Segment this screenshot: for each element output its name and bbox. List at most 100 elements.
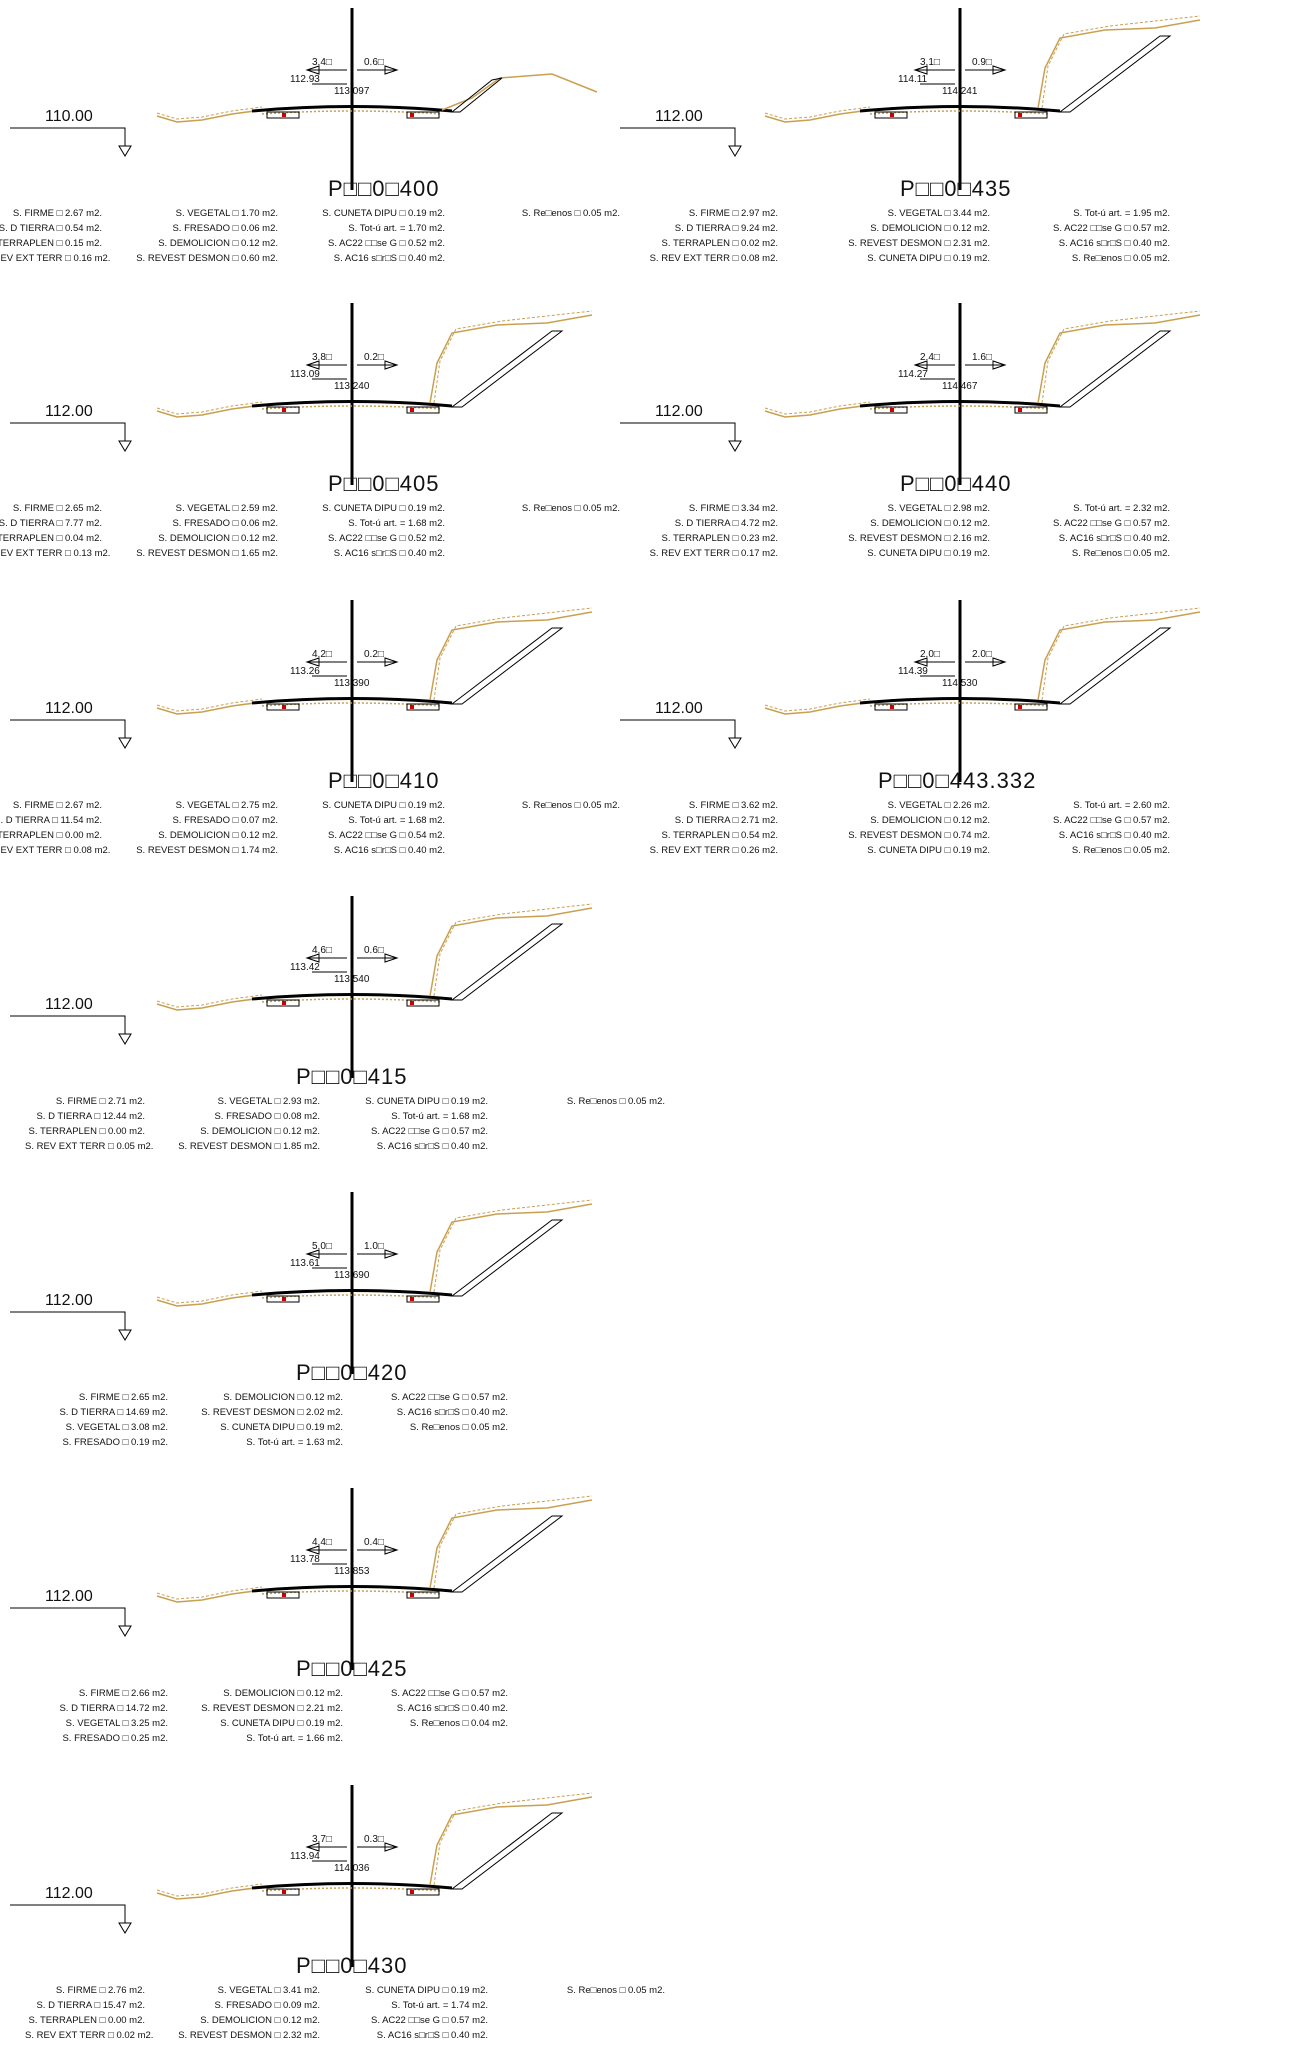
metric-line: S. FIRME □ 2.65 m2. — [12, 503, 102, 514]
metric-line: S. AC22 □□se G □ 0.57 m2. — [1052, 815, 1170, 826]
metric-line: S. CUNETA DIPU □ 0.19 m2. — [867, 253, 990, 264]
datum-elevation: 112.00 — [45, 1885, 93, 1902]
metric-line: S. VEGETAL □ 1.70 m2. — [175, 208, 278, 219]
metric-line: S. CUNETA DIPU □ 0.19 m2. — [322, 208, 445, 219]
datum-line — [10, 422, 126, 441]
metric-line: S. CUNETA DIPU □ 0.19 m2. — [220, 1718, 343, 1729]
metrics-column: S. VEGETAL □ 2.26 m2.S. DEMOLICION □ 0.1… — [800, 798, 990, 858]
right-offset-label: 0.9□ — [972, 57, 992, 68]
subgrade-line — [869, 702, 1051, 707]
terrain-line-right — [429, 611, 593, 701]
right-marker — [410, 1593, 414, 1597]
metric-line: S. REVEST DESMON □ 1.74 m2. — [136, 845, 278, 856]
right-ditch — [406, 703, 440, 711]
right-arrow-icon — [384, 657, 399, 667]
left-arrow-icon — [305, 1545, 320, 1555]
metric-line: S. FRESADO □ 0.19 m2. — [62, 1437, 168, 1448]
metric-line: S. REV EXT TERR □ 0.17 m2. — [649, 548, 778, 559]
terrain-dashed-left — [156, 1290, 263, 1304]
axis-elevation-label: 113.390 — [334, 678, 370, 689]
metrics-column: S. FIRME □ 2.67 m2.S. D TIERRA □ 11.54 m… — [0, 798, 110, 858]
left-elevation-label: 113.09 — [290, 369, 320, 380]
datum-elevation: 112.00 — [45, 403, 93, 420]
metric-line: S. VEGETAL □ 2.59 m2. — [175, 503, 278, 514]
metrics-column: S. Tot-ú art. = 2.32 m2.S. AC22 □□se G □… — [1000, 501, 1170, 561]
metric-line: S. TERRAPLEN □ 0.00 m2. — [28, 2015, 145, 2026]
right-arrow-icon — [384, 360, 399, 370]
section-title: P□□0□435 — [900, 176, 1012, 201]
cut-slope — [450, 1219, 564, 1297]
metric-line: S. Re□enos □ 0.05 m2. — [566, 1985, 665, 1996]
metric-line: S. AC22 □□se G □ 0.57 m2. — [370, 1126, 488, 1137]
left-ditch — [266, 999, 300, 1007]
right-arrow-icon — [384, 1842, 399, 1852]
terrain-line-right — [1037, 314, 1201, 404]
axis-elevation-label: 113.240 — [334, 381, 370, 392]
metrics-column: S. Re□enos □ 0.05 m2. — [515, 1094, 665, 1109]
terrain-dashed-left — [764, 401, 871, 415]
right-ditch — [406, 1591, 440, 1599]
metric-line: S. AC16 s□r□S □ 0.40 m2. — [333, 548, 445, 559]
metric-line: S. REV EXT TERR □ 0.16 m2. — [0, 253, 111, 264]
metric-line: S. FIRME □ 2.67 m2. — [12, 208, 102, 219]
cut-slope — [450, 923, 564, 1001]
metric-line: S. AC22 □□se G □ 0.57 m2. — [1052, 223, 1170, 234]
metric-line: S. CUNETA DIPU □ 0.19 m2. — [220, 1422, 343, 1433]
right-arrow-icon — [992, 360, 1007, 370]
left-arrow-icon — [305, 360, 320, 370]
left-arrow-icon — [305, 953, 320, 963]
datum-line — [620, 719, 736, 738]
metric-line: S. DEMOLICION □ 0.12 m2. — [158, 533, 278, 544]
metric-line: S. Tot-ú art. = 2.32 m2. — [1073, 503, 1170, 514]
metric-line: S. AC16 s□r□S □ 0.40 m2. — [333, 845, 445, 856]
terrain-dashed-right — [433, 1199, 593, 1293]
metric-line: S. AC16 s□r□S □ 0.40 m2. — [376, 1141, 488, 1152]
terrain-line-right — [429, 907, 593, 997]
datum-arrow-icon — [118, 145, 132, 157]
datum-elevation: 110.00 — [45, 108, 93, 125]
metrics-column: S. FIRME □ 2.65 m2.S. D TIERRA □ 7.77 m2… — [0, 501, 110, 561]
metrics-column: S. Re□enos □ 0.05 m2. — [470, 501, 620, 516]
road-surface — [251, 1289, 453, 1297]
right-marker — [1018, 408, 1022, 412]
metric-line: S. DEMOLICION □ 0.12 m2. — [158, 830, 278, 841]
metric-line: S. VEGETAL □ 2.98 m2. — [887, 503, 990, 514]
metrics-column: S. VEGETAL □ 1.70 m2.S. FRESADO □ 0.06 m… — [108, 206, 278, 266]
metric-line: S. DEMOLICION □ 0.12 m2. — [223, 1688, 343, 1699]
metric-line: S. DEMOLICION □ 0.12 m2. — [870, 518, 990, 529]
metric-line: S. REVEST DESMON □ 1.65 m2. — [136, 548, 278, 559]
left-arrow-icon — [305, 1842, 320, 1852]
metrics-column: S. FIRME □ 2.65 m2.S. D TIERRA □ 14.69 m… — [48, 1390, 168, 1450]
cut-slope — [1058, 627, 1172, 705]
datum-arrow-icon — [728, 737, 742, 749]
terrain-line-right — [441, 73, 598, 111]
datum-elevation: 112.00 — [45, 996, 93, 1013]
metric-line: S. TERRAPLEN □ 0.54 m2. — [661, 830, 778, 841]
left-elevation-label: 114.27 — [898, 369, 928, 380]
metric-line: S. Tot-ú art. = 1.95 m2. — [1073, 208, 1170, 219]
metric-line: S. REVEST DESMON □ 1.85 m2. — [178, 1141, 320, 1152]
right-ditch — [406, 111, 440, 119]
datum-line — [10, 127, 126, 146]
section-title: P□□0□400 — [328, 176, 440, 201]
metrics-column: S. VEGETAL □ 2.93 m2.S. FRESADO □ 0.08 m… — [150, 1094, 320, 1154]
left-offset-label: 3.8□ — [312, 352, 332, 363]
metrics-column: S. AC22 □□se G □ 0.57 m2.S. AC16 s□r□S □… — [328, 1686, 508, 1731]
metric-line: S. VEGETAL □ 2.75 m2. — [175, 800, 278, 811]
left-arrow-icon — [913, 360, 928, 370]
terrain-dashed-right — [433, 903, 593, 997]
metrics-column: S. CUNETA DIPU □ 0.19 m2.S. Tot-ú art. =… — [308, 1983, 488, 2043]
metrics-column: S. CUNETA DIPU □ 0.19 m2.S. Tot-ú art. =… — [265, 501, 445, 561]
right-offset-label: 1.6□ — [972, 352, 992, 363]
right-ditch — [406, 1295, 440, 1303]
metric-line: S. TERRAPLEN □ 0.00 m2. — [0, 830, 102, 841]
terrain-line-right — [429, 314, 593, 404]
right-ditch — [1014, 111, 1048, 119]
left-offset-label: 4.4□ — [312, 1537, 332, 1548]
datum-arrow-icon — [118, 1329, 132, 1341]
terrain-line-left — [764, 701, 871, 715]
